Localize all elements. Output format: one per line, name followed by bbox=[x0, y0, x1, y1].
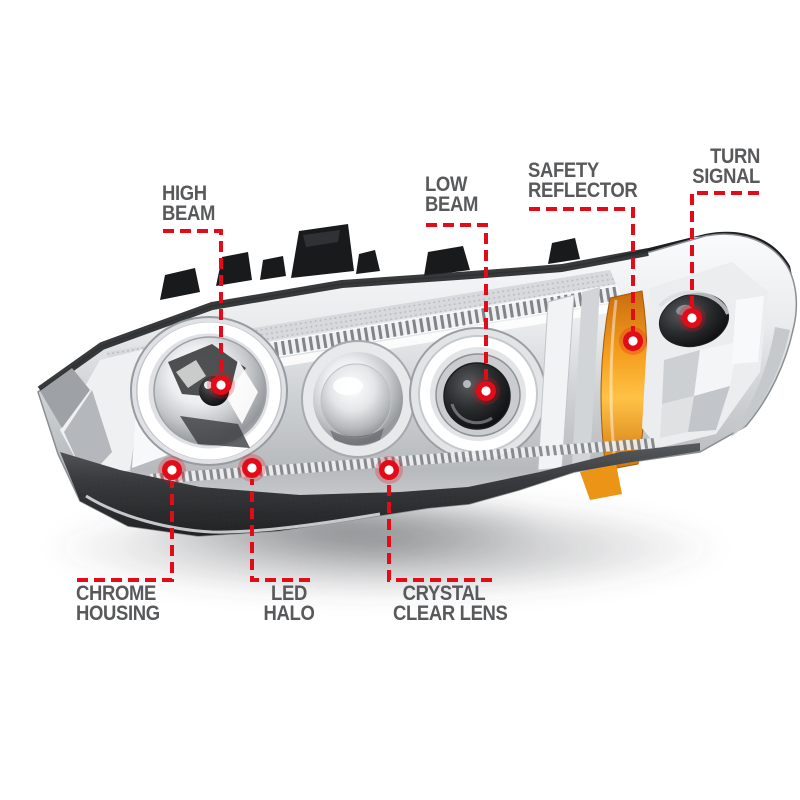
callout-marker-chrome-housing bbox=[158, 456, 186, 484]
label-line: BEAM bbox=[425, 192, 479, 216]
label-line: LOW bbox=[425, 173, 468, 196]
callout-marker-led-halo bbox=[238, 454, 266, 482]
label-line: CLEAR LENS bbox=[392, 601, 508, 625]
label-line: SIGNAL bbox=[692, 164, 760, 188]
top-rim bbox=[37, 248, 649, 394]
callout-marker-low-beam bbox=[472, 377, 500, 405]
callout-line-chrome-housing bbox=[77, 481, 174, 582]
callout-marker-turn-signal bbox=[678, 304, 706, 332]
label-high-beam: HIGH BEAM bbox=[162, 182, 216, 225]
label-line: TURN bbox=[710, 145, 760, 168]
label-crystal-clear-lens: CRYSTAL CLEAR LENS bbox=[392, 582, 508, 625]
label-line: LED bbox=[271, 582, 307, 605]
callout-line-low-beam bbox=[426, 223, 488, 381]
bottom-led-strip bbox=[150, 438, 657, 484]
label-turn-signal: TURN SIGNAL bbox=[584, 145, 760, 188]
turn-signal-area bbox=[642, 262, 768, 448]
callout-line-crystal-clear-lens bbox=[387, 481, 492, 582]
bottom-lip-highlight bbox=[85, 494, 381, 534]
bottom-band-texture bbox=[60, 443, 700, 536]
callout-line-high-beam bbox=[163, 229, 223, 375]
callout-markers bbox=[158, 304, 706, 484]
callout-lines bbox=[77, 191, 759, 582]
callout-line-led-halo bbox=[250, 479, 310, 582]
label-chrome-housing: CHROME HOUSING bbox=[76, 582, 160, 625]
mounting-tabs bbox=[160, 224, 580, 300]
label-line: HIGH bbox=[162, 182, 207, 205]
label-safety-reflector: SAFETY REFLECTOR bbox=[528, 159, 638, 202]
callout-marker-high-beam bbox=[207, 371, 235, 399]
label-line: CHROME bbox=[76, 582, 157, 605]
callout-line-safety-reflector bbox=[529, 207, 635, 331]
label-line: REFLECTOR bbox=[528, 178, 638, 202]
label-led-halo: LED HALO bbox=[238, 582, 340, 625]
label-line: HALO bbox=[263, 601, 315, 625]
label-line: BEAM bbox=[162, 201, 216, 225]
label-low-beam: LOW BEAM bbox=[425, 173, 479, 216]
right-edge bbox=[731, 327, 790, 437]
label-line: SAFETY bbox=[528, 159, 599, 182]
label-line: CRYSTAL bbox=[402, 582, 486, 605]
high-beam-lamp bbox=[130, 316, 288, 466]
callout-marker-crystal-clear-lens bbox=[375, 456, 403, 484]
center-projector bbox=[301, 340, 415, 458]
label-line: HOUSING bbox=[76, 601, 160, 625]
callout-line-turn-signal bbox=[690, 191, 759, 308]
callout-marker-safety-reflector bbox=[619, 327, 647, 355]
